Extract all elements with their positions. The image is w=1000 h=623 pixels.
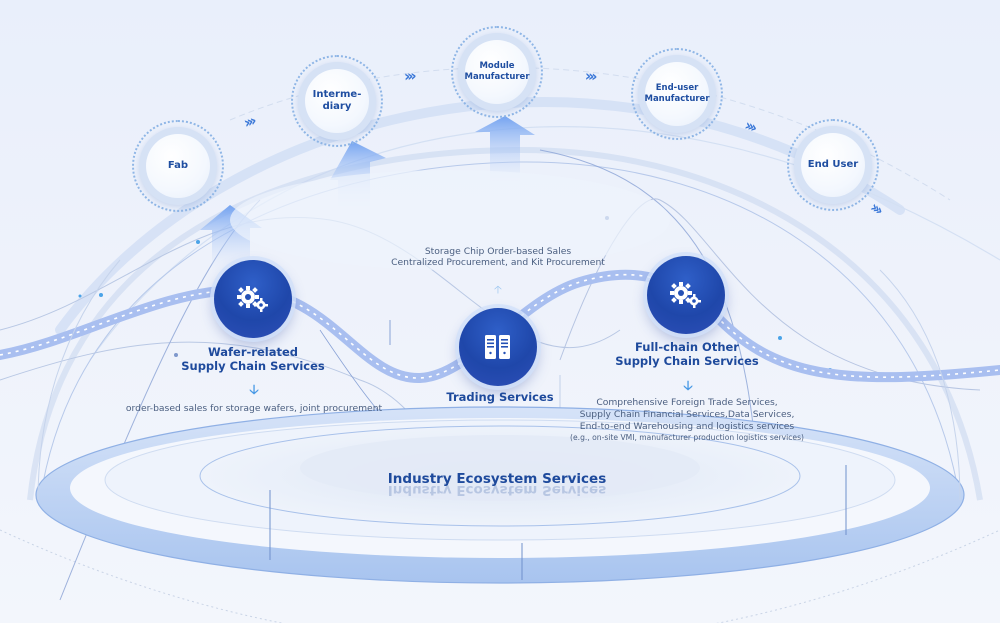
- stage-label: Module Manufacturer: [464, 61, 530, 82]
- outer-dome-outline: [0, 529, 1000, 623]
- stage-label: Fab: [167, 159, 189, 171]
- arrow-up-icon: 🡡: [494, 283, 502, 296]
- dotted-ring: [631, 48, 723, 140]
- stage-node-module-manufacturer[interactable]: Module Manufacturer: [451, 26, 543, 118]
- wafer-service-description: order-based sales for storage wafers, jo…: [125, 403, 383, 414]
- stage-node-fab[interactable]: Fab: [132, 120, 224, 212]
- full-chain-description-line: Comprehensive Foreign Trade Services,: [596, 397, 778, 408]
- stage-label: End-user Manufacturer: [644, 83, 710, 104]
- trading-service-description-1: Storage Chip Order-based Sales: [424, 246, 572, 257]
- chevron-right-icon: ›››: [403, 66, 415, 86]
- dotted-ring: [291, 55, 383, 147]
- stage-arc-band: [55, 97, 905, 335]
- arrow-down-icon: 🡣: [683, 379, 693, 394]
- full-chain-description-line: End-to-end Warehousing and logistics ser…: [579, 421, 795, 432]
- gears-icon: [237, 286, 268, 312]
- chevron-right-icon: ›››: [584, 66, 596, 86]
- dotted-ring: [132, 120, 224, 212]
- ecosystem-title: Industry Ecosystem Services: [387, 471, 607, 487]
- wafer-service-title: Wafer-related Supply Chain Services: [181, 345, 325, 374]
- stage-node-end-user-manufacturer[interactable]: End-user Manufacturer: [631, 48, 723, 140]
- trading-service-icon-button[interactable]: [459, 308, 537, 386]
- full-chain-description-note: (e.g., on-site VMI, manufacturer product…: [570, 433, 804, 442]
- trading-service-description-2: Centralized Procurement, and Kit Procure…: [391, 257, 605, 268]
- wafer-service-icon-button[interactable]: [214, 260, 292, 338]
- stage-node-intermediary[interactable]: Interme- diary: [291, 55, 383, 147]
- stage-label: Interme- diary: [312, 88, 362, 113]
- trading-service-title: Trading Services: [446, 390, 554, 404]
- servers-icon: [485, 335, 510, 359]
- dotted-ring: [451, 26, 543, 118]
- arrow-down-icon: 🡣: [249, 383, 259, 398]
- dotted-ring: [787, 119, 879, 211]
- stage-node-end-user[interactable]: End User: [787, 119, 879, 211]
- ecosystem-title-reflection: Industry Ecosystem Services: [387, 482, 607, 498]
- stage-label: End User: [807, 158, 859, 170]
- full-chain-description-line: Supply Chain Financial Services,Data Ser…: [579, 409, 795, 420]
- full-chain-service-title: Full-chain Other Supply Chain Services: [615, 340, 759, 369]
- full-chain-service-icon-button[interactable]: [647, 256, 725, 334]
- gears-icon: [670, 282, 701, 308]
